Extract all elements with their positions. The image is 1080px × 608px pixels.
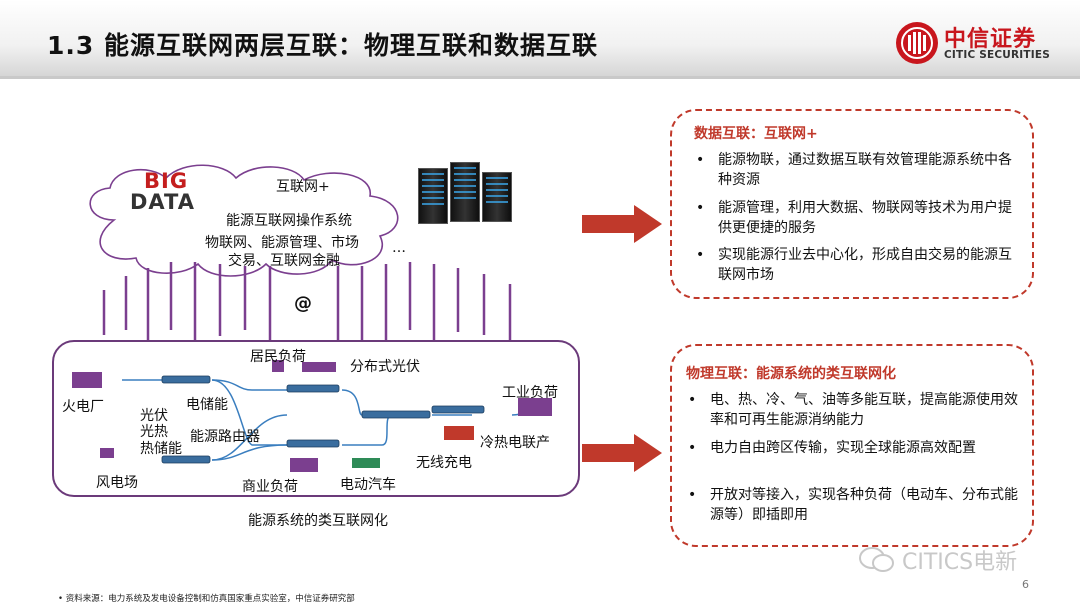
- physical-bullet-2-text: 电力自由跨区传输，实现全球能源高效配置: [710, 440, 976, 456]
- data-bullet-3-text: 实现能源行业去中心化，形成自由交易的能源互联网市场: [718, 247, 1012, 283]
- label-industrial-load: 工业负荷: [502, 385, 558, 401]
- cloud-services-line-2: 交易、互联网金融: [228, 253, 340, 269]
- watermark-text: CITICS电新: [902, 550, 1018, 575]
- label-residential-load: 居民负荷: [250, 349, 306, 365]
- bullet-dot: •: [696, 247, 705, 263]
- cloud-ellipsis: …: [392, 240, 406, 256]
- bullet-dot: •: [688, 440, 697, 456]
- logo-english-name: CITIC SECURITIES: [944, 49, 1051, 61]
- physical-interconnect-box: [670, 344, 1034, 547]
- at-symbol: @: [294, 293, 312, 314]
- label-electric-storage: 电储能: [186, 397, 228, 413]
- cloud-os-line: 能源互联网操作系统: [226, 213, 352, 229]
- data-bullet-1-text: 能源物联，通过数据互联有效管理能源系统中各种资源: [718, 152, 1012, 188]
- footnote-bullet: •: [58, 594, 64, 604]
- cloud-shape: [89, 164, 399, 277]
- source-footnote: • 资料来源：电力系统及发电设备控制和仿真国家重点实验室，中信证券研究部: [58, 592, 355, 604]
- label-wind-farm: 风电场: [96, 475, 138, 491]
- label-pv: 光伏: [140, 408, 168, 424]
- footnote-text: 资料来源：电力系统及发电设备控制和仿真国家重点实验室，中信证券研究部: [65, 594, 355, 604]
- physical-bullet-3-text: 开放对等接入，实现各种负荷（电动车、分布式能源等）即插即用: [710, 487, 1018, 523]
- data-bullet-1: • 能源物联，通过数据互联有效管理能源系统中各种资源: [696, 150, 1014, 190]
- physical-bullet-3: • 开放对等接入，实现各种负荷（电动车、分布式能源等）即插即用: [688, 485, 1020, 525]
- physical-bullet-2: • 电力自由跨区传输，实现全球能源高效配置: [688, 438, 1020, 458]
- cloud-internet-plus: 互联网+: [276, 179, 330, 195]
- data-box-title: 数据互联：互联网+: [694, 126, 818, 142]
- label-cchp: 冷热电联产: [480, 435, 550, 451]
- label-distributed-pv: 分布式光伏: [350, 359, 420, 375]
- data-bullet-2: • 能源管理，利用大数据、物联网等技术为用户提供更便捷的服务: [696, 198, 1014, 238]
- label-commercial-load: 商业负荷: [242, 479, 298, 495]
- label-ev: 电动汽车: [340, 477, 396, 493]
- label-energy-router: 能源路由器: [190, 429, 260, 445]
- energy-grid-diagram: [72, 360, 552, 472]
- company-logo: 中信证券 CITIC SECURITIES: [896, 22, 1054, 66]
- wechat-icon: [859, 547, 894, 572]
- page-title: 1.3 能源互联网两层互联：物理互联和数据互联: [47, 31, 598, 60]
- arrow-right-icon: [582, 205, 662, 243]
- data-bullet-3: • 实现能源行业去中心化，形成自由交易的能源互联网市场: [696, 245, 1014, 285]
- logo-chinese-name: 中信证券: [944, 27, 1037, 52]
- wechat-watermark: CITICS电新: [858, 542, 1068, 576]
- physical-bullet-1-text: 电、热、冷、气、油等多能互联，提高能源使用效率和可再生能源消纳能力: [710, 392, 1018, 428]
- bullet-dot: •: [696, 200, 705, 216]
- big-data-big-text: BIG: [144, 169, 189, 193]
- cloud-services-line: 物联网、能源管理、市场: [205, 235, 359, 251]
- label-thermal-plant: 火电厂: [62, 399, 104, 415]
- page-number: 6: [1022, 578, 1029, 591]
- physical-box-title: 物理互联：能源系统的类互联网化: [686, 366, 896, 382]
- big-data-icon: BIG DATA: [130, 165, 198, 223]
- physical-bullet-1: • 电、热、冷、气、油等多能互联，提高能源使用效率和可再生能源消纳能力: [688, 390, 1020, 430]
- arrow-right-icon: [582, 434, 662, 472]
- bullet-dot: •: [688, 487, 697, 503]
- header-divider: [0, 76, 1080, 79]
- data-bullet-2-text: 能源管理，利用大数据、物联网等技术为用户提供更便捷的服务: [718, 200, 1012, 236]
- data-interconnect-box: [670, 109, 1034, 299]
- label-heat-storage: 热储能: [140, 441, 182, 457]
- diagram-caption: 能源系统的类互联网化: [248, 513, 388, 529]
- signal-lines: [102, 262, 512, 352]
- bullet-dot: •: [688, 392, 697, 408]
- server-rack-icon: [418, 162, 514, 226]
- big-data-data-text: DATA: [130, 190, 196, 214]
- citic-logo-icon: [896, 22, 938, 64]
- label-wireless-charging: 无线充电: [416, 455, 472, 471]
- bullet-dot: •: [696, 152, 705, 168]
- label-solar-thermal: 光热: [140, 424, 168, 440]
